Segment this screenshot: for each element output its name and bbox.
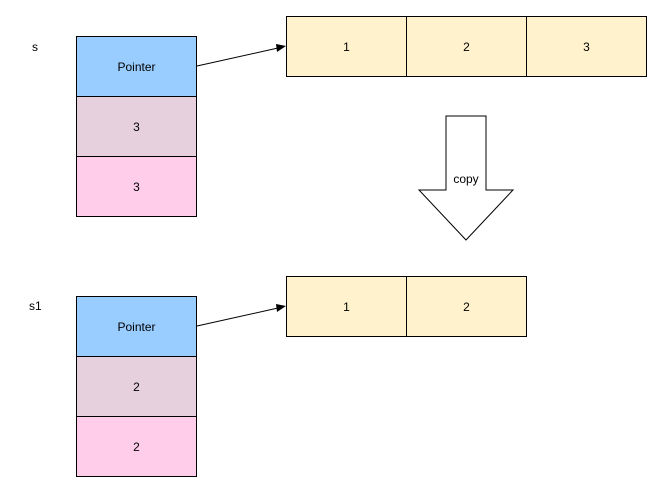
- s1-pointer-arrowhead: [276, 304, 286, 312]
- array-s1-element-0: 1: [286, 276, 407, 337]
- slice-s-pointer-cell: Pointer: [76, 36, 197, 97]
- slice-s-cap-cell: 3: [76, 156, 197, 217]
- copy-arrow-icon: [417, 115, 515, 241]
- slice-s1-pointer-cell: Pointer: [76, 296, 197, 357]
- s1-pointer-arrow-line: [196, 307, 279, 327]
- array-s-element-1: 2: [406, 16, 527, 77]
- slice-s1-name: s1: [29, 299, 42, 313]
- s-pointer-arrow-line: [196, 47, 279, 67]
- array-s-element-2: 3: [526, 16, 647, 77]
- slice-s1-len-cell: 2: [76, 356, 197, 417]
- s-pointer-arrowhead: [276, 44, 286, 52]
- slice-s1-cap-cell: 2: [76, 416, 197, 477]
- slice-s-name: s: [32, 40, 38, 54]
- array-s1-element-1: 2: [406, 276, 527, 337]
- array-s-element-0: 1: [286, 16, 407, 77]
- copy-label: copy: [453, 172, 479, 186]
